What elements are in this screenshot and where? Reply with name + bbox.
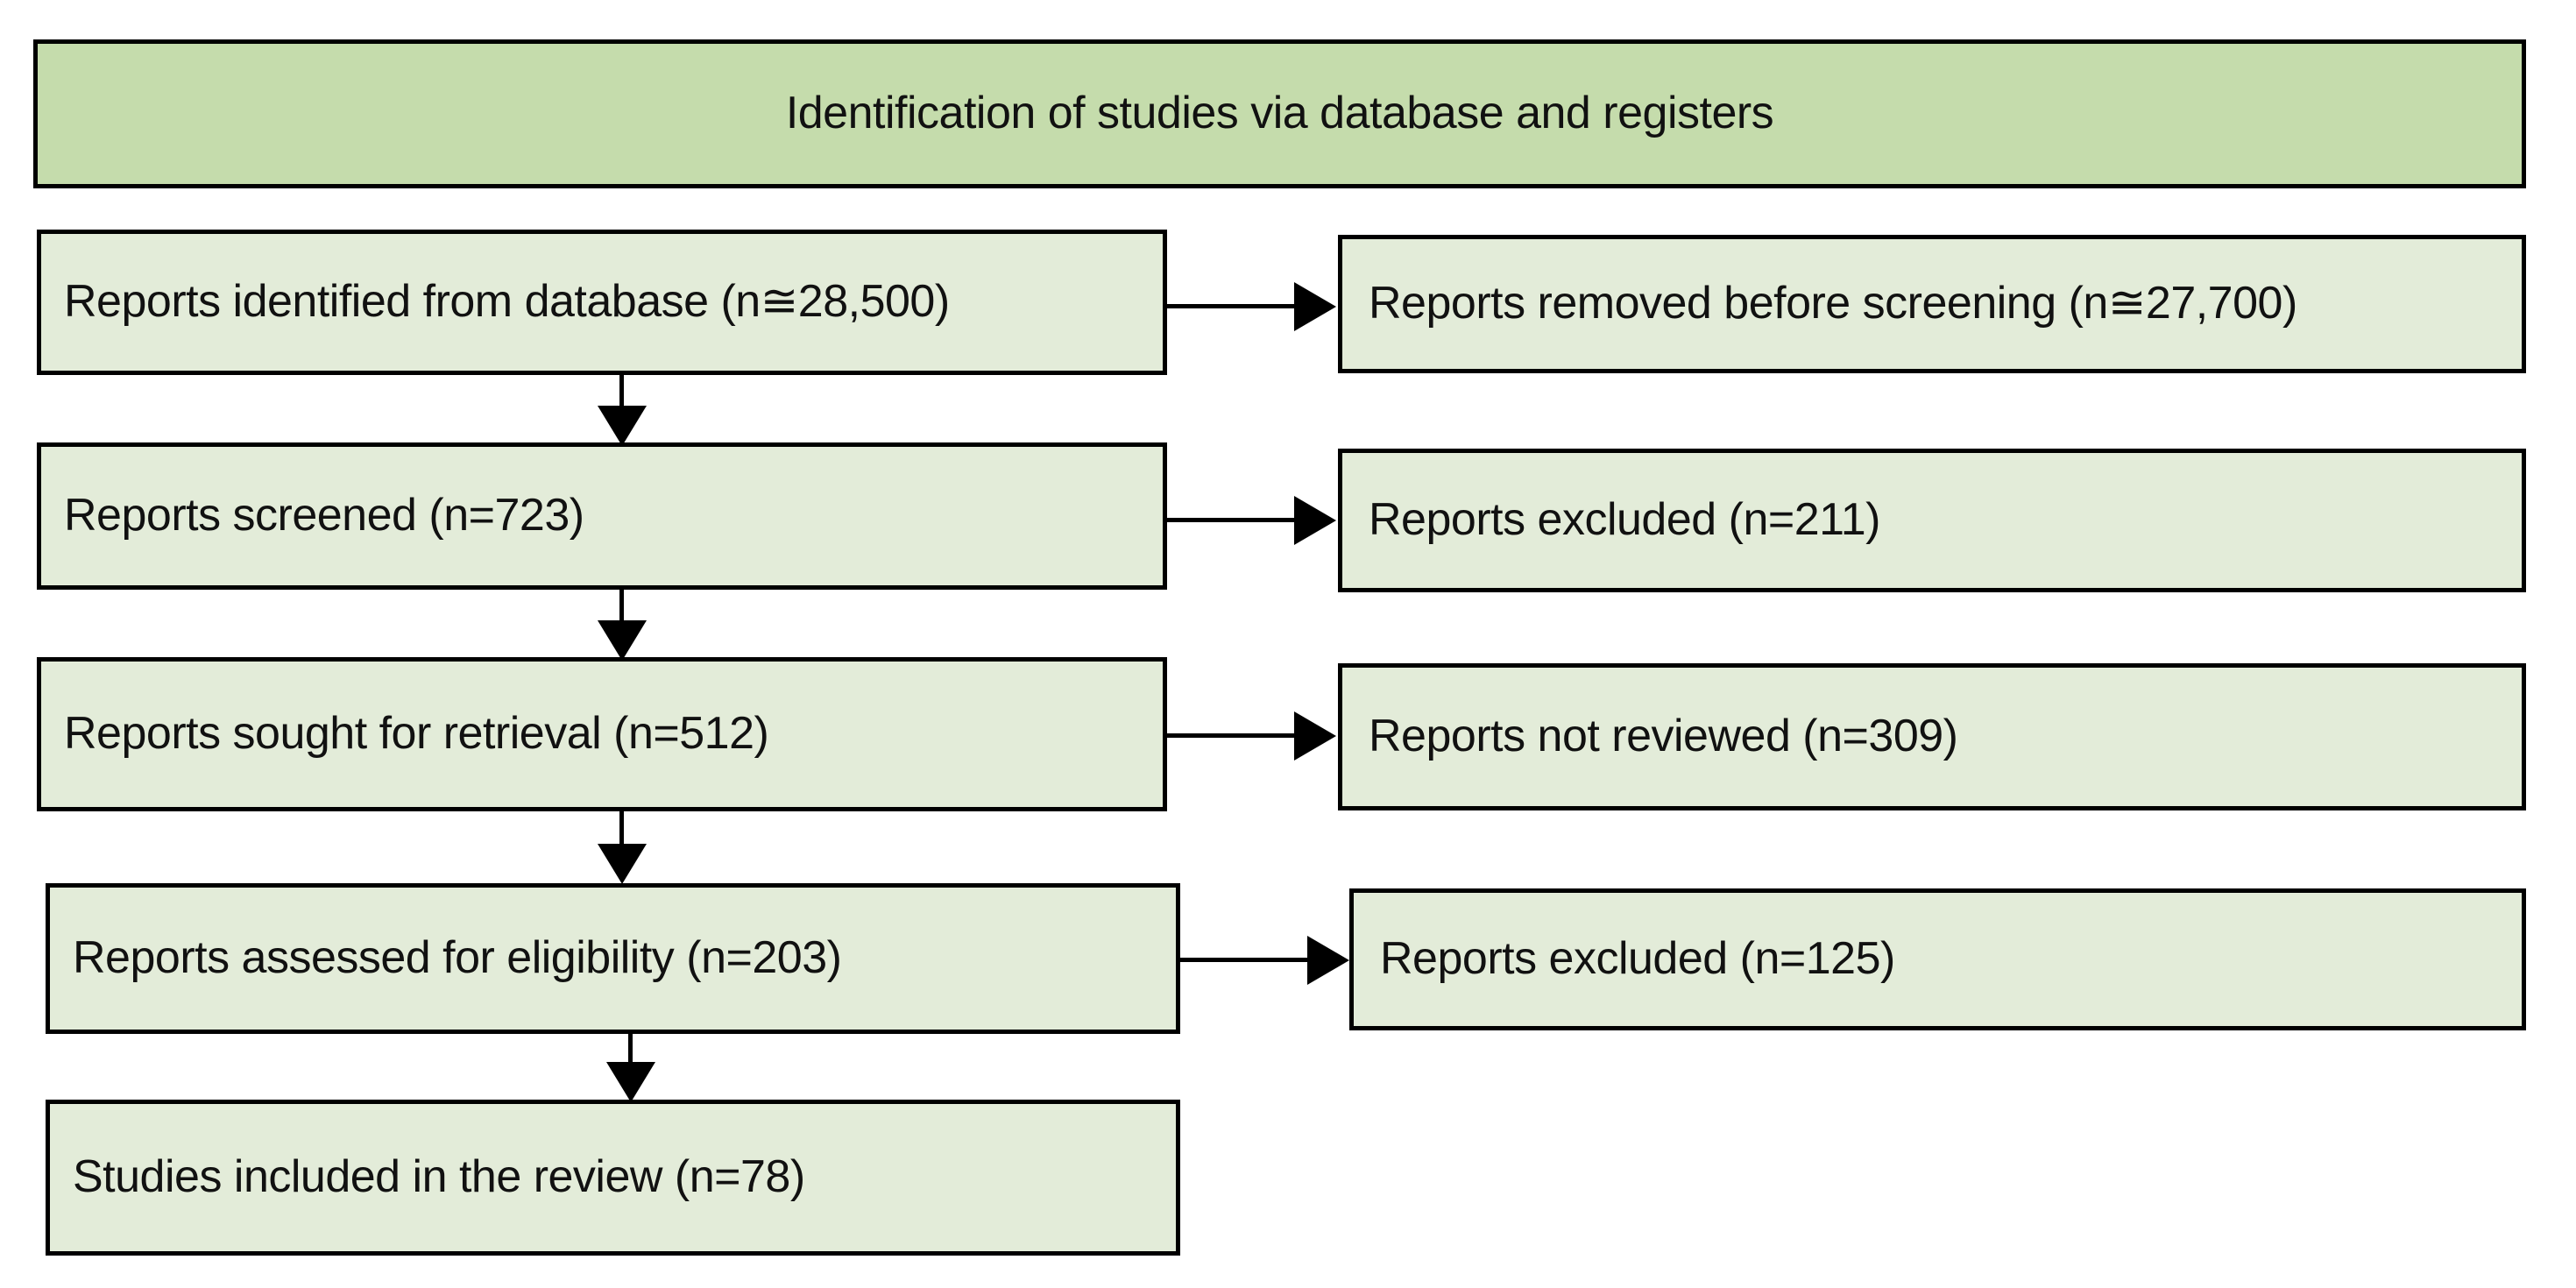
arrow-line (619, 810, 624, 853)
step-box-studies-included: Studies included in the review (n=78) (46, 1100, 1180, 1256)
step-box-reports-sought-for-retrieval: Reports sought for retrieval (n=512) (37, 657, 1167, 811)
exclusion-label-reports-not-reviewed: Reports not reviewed (n=309) (1369, 711, 1958, 762)
arrowhead-right-icon (1307, 936, 1349, 985)
exclusion-box-reports-excluded-screening: Reports excluded (n=211) (1338, 449, 2526, 592)
arrow-down-step2-to-step3 (596, 589, 648, 661)
diagram-header-label: Identification of studies via database a… (785, 88, 1774, 139)
step-label-reports-assessed-for-eligibility: Reports assessed for eligibility (n=203) (73, 932, 842, 984)
step-label-reports-sought-for-retrieval: Reports sought for retrieval (n=512) (64, 708, 769, 760)
exclusion-label-reports-removed-before-screening: Reports removed before screening (n≅27,7… (1369, 278, 2297, 329)
exclusion-box-reports-removed-before-screening: Reports removed before screening (n≅27,7… (1338, 235, 2526, 373)
arrow-down-step1-to-step2 (596, 374, 648, 446)
step-box-reports-screened: Reports screened (n=723) (37, 442, 1167, 590)
arrow-right-step3-to-excl3 (1167, 710, 1342, 762)
arrow-down-step3-to-step4 (596, 810, 648, 884)
arrow-line (1167, 733, 1297, 738)
step-label-studies-included: Studies included in the review (n=78) (73, 1151, 805, 1203)
arrow-line (628, 1034, 633, 1071)
exclusion-label-reports-excluded-eligibility: Reports excluded (n=125) (1380, 933, 1895, 985)
arrowhead-right-icon (1294, 496, 1336, 545)
arrowhead-down-icon (598, 844, 647, 884)
arrowhead-down-icon (598, 406, 647, 446)
arrow-line (619, 374, 624, 414)
arrow-right-step1-to-excl1 (1167, 280, 1342, 333)
arrow-line (1167, 304, 1297, 308)
step-label-reports-screened: Reports screened (n=723) (64, 490, 584, 541)
arrow-down-step4-to-step5 (605, 1034, 657, 1102)
arrow-line (619, 589, 624, 629)
step-label-reports-identified: Reports identified from database (n≅28,5… (64, 276, 950, 328)
exclusion-box-reports-excluded-eligibility: Reports excluded (n=125) (1349, 888, 2526, 1030)
arrowhead-right-icon (1294, 711, 1336, 761)
diagram-header-band: Identification of studies via database a… (33, 39, 2526, 188)
arrowhead-right-icon (1294, 282, 1336, 331)
arrow-line (1167, 518, 1297, 522)
step-box-reports-identified: Reports identified from database (n≅28,5… (37, 230, 1167, 375)
arrow-line (1180, 958, 1310, 962)
arrowhead-down-icon (598, 620, 647, 661)
step-box-reports-assessed-for-eligibility: Reports assessed for eligibility (n=203) (46, 883, 1180, 1034)
arrow-right-step4-to-excl4 (1180, 934, 1354, 987)
exclusion-label-reports-excluded-screening: Reports excluded (n=211) (1369, 494, 1880, 546)
exclusion-box-reports-not-reviewed: Reports not reviewed (n=309) (1338, 663, 2526, 810)
arrowhead-down-icon (606, 1062, 655, 1102)
arrow-right-step2-to-excl2 (1167, 494, 1342, 547)
